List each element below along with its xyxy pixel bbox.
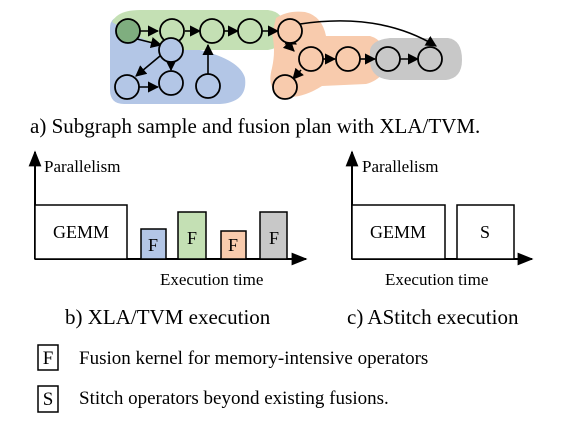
- edge: [292, 67, 304, 80]
- graph-node: [195, 73, 221, 99]
- chart-c-stitch-box: [456, 204, 515, 260]
- graph-node: [277, 18, 303, 44]
- chart-c: Parallelism Execution time GEMM S: [345, 150, 534, 289]
- edge: [282, 39, 295, 52]
- graph-node: [335, 46, 361, 72]
- kernel-f-blue: [140, 228, 167, 260]
- graph-node: [199, 18, 225, 44]
- graph-node: [115, 18, 141, 44]
- kernel-f-gray-label: F: [269, 228, 279, 248]
- chart-b-caption: b) XLA/TVM execution: [65, 305, 271, 329]
- kernel-f-gray: [259, 211, 288, 260]
- graph-node: [237, 18, 263, 44]
- legend-text-f: Fusion kernel for memory-intensive opera…: [79, 348, 428, 369]
- legend: F Fusion kernel for memory-intensive ope…: [37, 344, 428, 413]
- graph-node: [272, 74, 298, 100]
- graph-node: [114, 74, 140, 100]
- top-caption: a) Subgraph sample and fusion plan with …: [30, 114, 480, 138]
- legend-text-s: Stitch operators beyond existing fusions…: [79, 388, 389, 409]
- chart-b: Parallelism Execution time GEMM F F F F: [28, 150, 308, 289]
- fusion-graph: [110, 10, 462, 104]
- chart-b-y-label: Parallelism: [44, 157, 120, 176]
- graph-node: [298, 46, 324, 72]
- chart-c-gemm-label: GEMM: [370, 222, 426, 242]
- graph-node: [417, 46, 443, 72]
- chart-c-gemm-box: [351, 204, 446, 260]
- legend-key-s: S: [43, 389, 54, 410]
- edge: [135, 55, 161, 77]
- edge: [299, 20, 437, 47]
- graph-node: [158, 70, 184, 96]
- kernel-f-green: [177, 211, 207, 260]
- chart-c-stitch-label: S: [480, 222, 490, 242]
- chart-c-caption: c) AStitch execution: [347, 305, 519, 329]
- graph-node: [158, 37, 184, 63]
- legend-key-f: F: [43, 348, 54, 369]
- chart-b-gemm-box: [34, 204, 128, 260]
- kernel-f-blue-label: F: [148, 235, 158, 255]
- chart-b-gemm-label: GEMM: [53, 222, 109, 242]
- legend-key-box-s: [37, 385, 59, 413]
- chart-b-x-label: Execution time: [160, 270, 263, 289]
- edge: [136, 37, 163, 48]
- graph-node: [375, 46, 401, 72]
- legend-key-box-f: [37, 344, 59, 371]
- chart-c-y-label: Parallelism: [362, 157, 438, 176]
- kernel-f-orange: [220, 230, 247, 260]
- kernel-f-green-label: F: [187, 228, 197, 248]
- chart-c-x-label: Execution time: [385, 270, 488, 289]
- kernel-f-orange-label: F: [228, 235, 238, 255]
